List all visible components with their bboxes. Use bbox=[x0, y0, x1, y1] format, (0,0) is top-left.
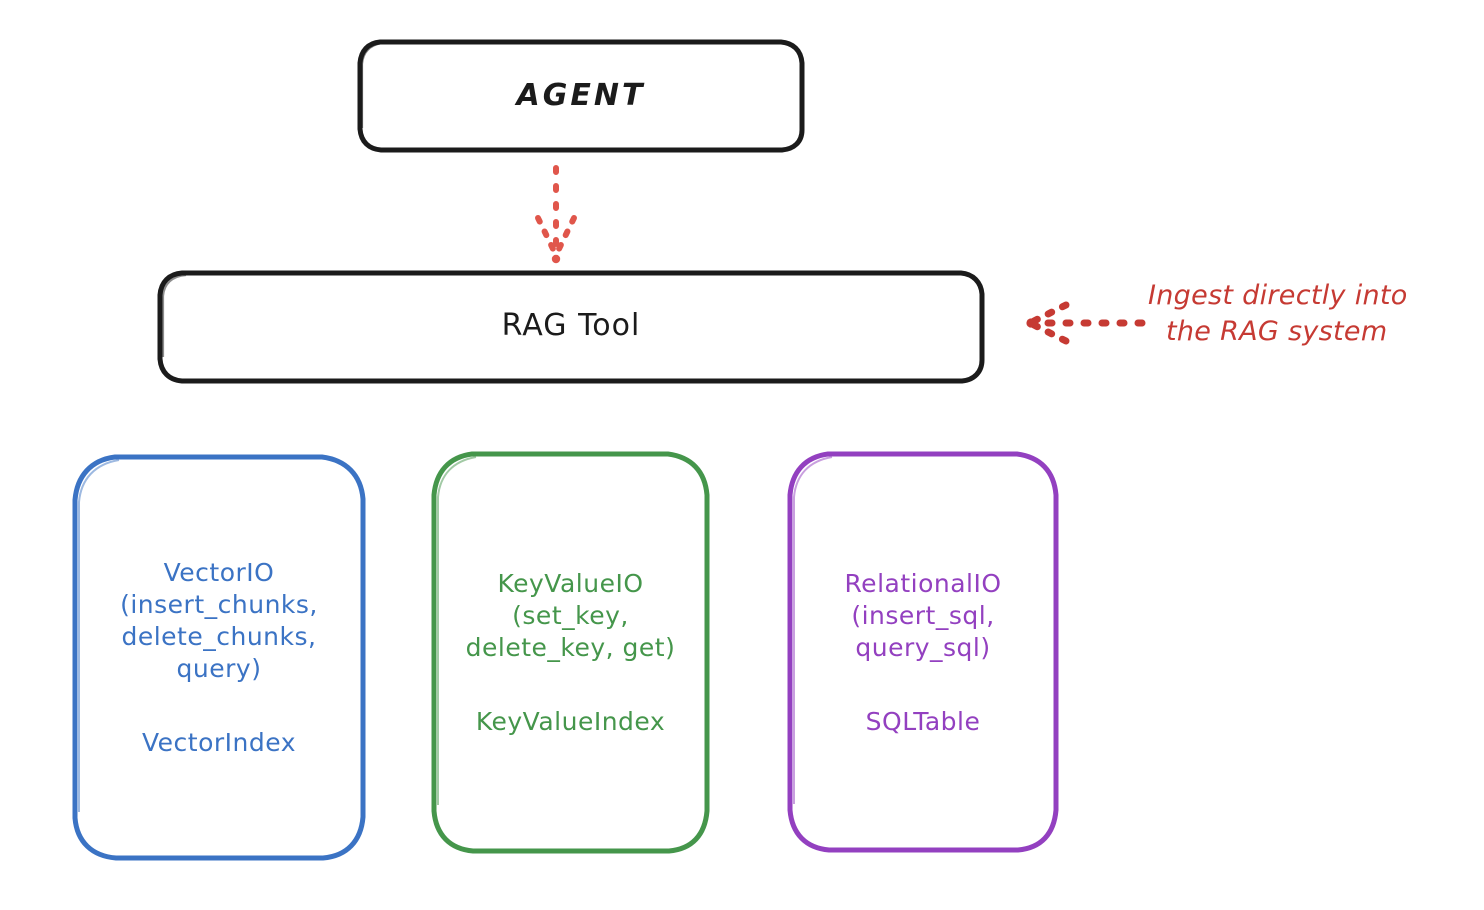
annotation-ingest-line1: Ingest directly into bbox=[1148, 280, 1408, 311]
relational-io-api-label: RelationalIO (insert_sql, query_sql) bbox=[844, 568, 1002, 662]
edge-agent-to-rag-tool bbox=[535, 165, 577, 264]
annotation-ingest: Ingest directly into the RAG system bbox=[1148, 278, 1468, 350]
vector-index-label: VectorIndex bbox=[142, 728, 296, 757]
edge-ingest-into-rag bbox=[1026, 301, 1146, 345]
agent-label: AGENT bbox=[516, 77, 646, 113]
keyvalue-io-api-label: KeyValueIO (set_key, delete_key, get) bbox=[465, 569, 676, 662]
vector-io-api-label: VectorIO (insert_chunks, delete_chunks, … bbox=[120, 558, 318, 683]
node-agent[interactable]: AGENT bbox=[356, 38, 806, 154]
annotation-ingest-line2: the RAG system bbox=[1166, 315, 1388, 347]
node-keyvalue-io[interactable]: KeyValueIO (set_key, delete_key, get) Ke… bbox=[428, 449, 713, 857]
node-rag-tool[interactable]: RAG Tool bbox=[156, 269, 986, 384]
sql-table-label: SQLTable bbox=[865, 706, 981, 736]
rag-tool-label: RAG Tool bbox=[501, 308, 641, 344]
keyvalue-index-label: KeyValueIndex bbox=[475, 707, 666, 736]
node-relational-io[interactable]: RelationalIO (insert_sql, query_sql) SQL… bbox=[784, 449, 1062, 856]
node-vector-io[interactable]: VectorIO (insert_chunks, delete_chunks, … bbox=[69, 452, 369, 864]
